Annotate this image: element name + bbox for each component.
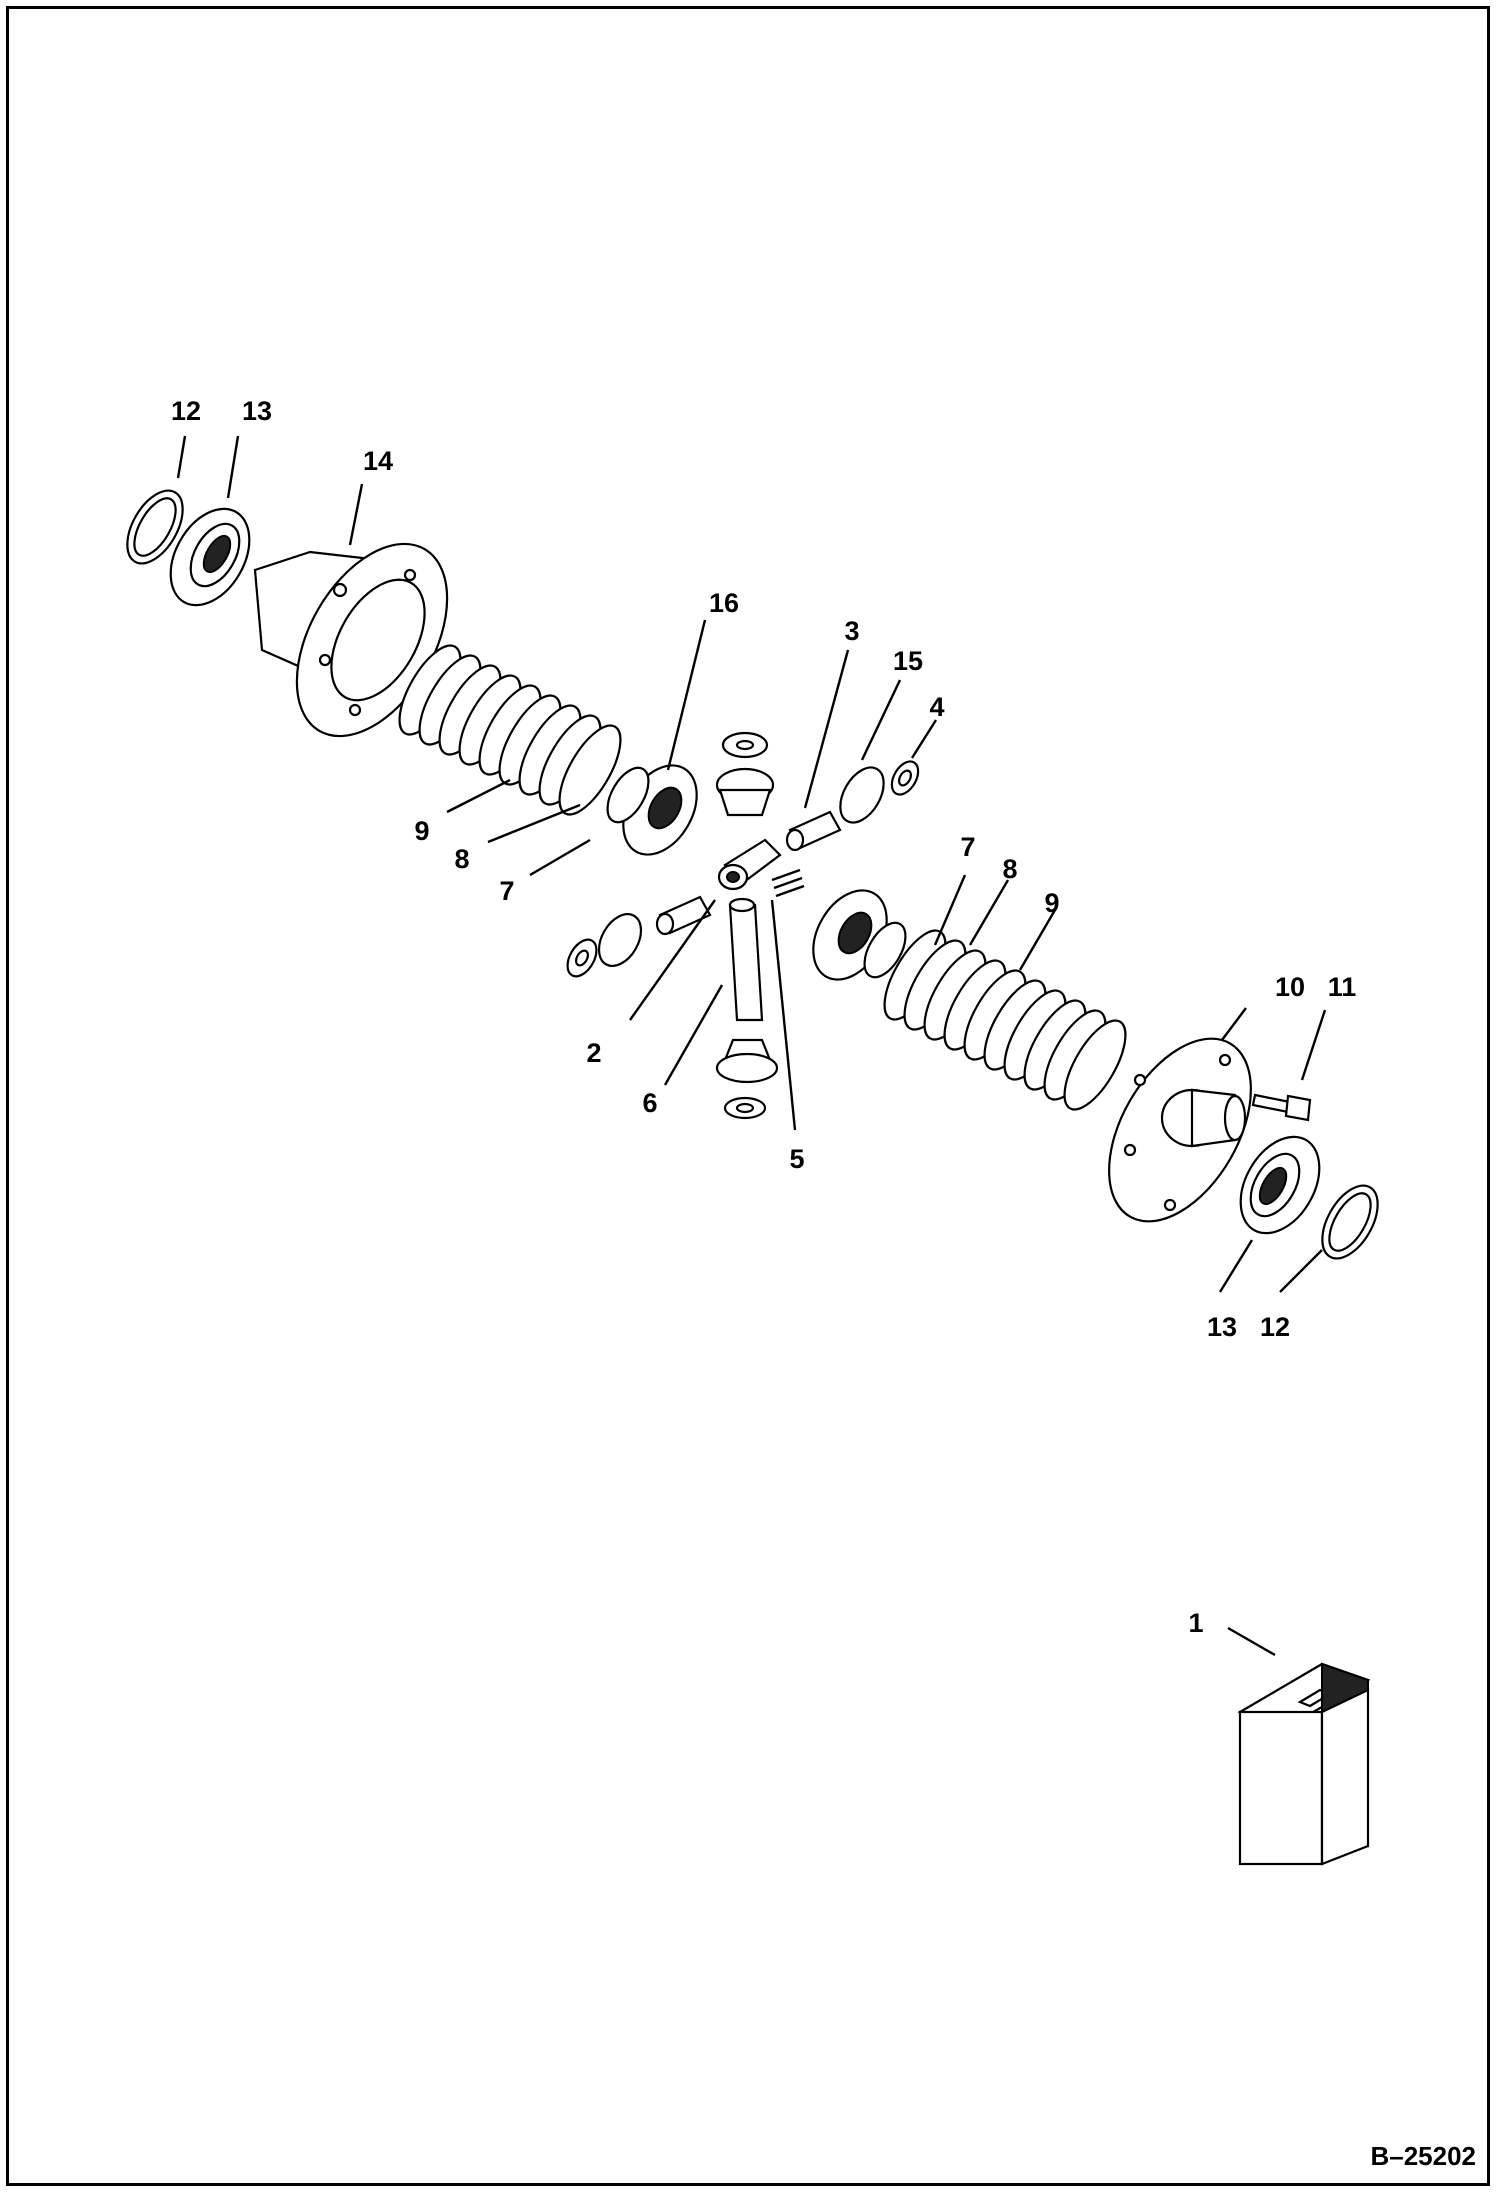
roll-pins: [771, 868, 805, 898]
bearing-left: [169, 507, 251, 607]
callout-15: 15: [893, 646, 923, 676]
thrust-washer-right: [890, 760, 920, 796]
callout-6: 6: [642, 1088, 657, 1118]
callout-16: 16: [709, 588, 739, 618]
callout-9-right: 9: [1044, 888, 1059, 918]
callout-8-left: 8: [454, 844, 469, 874]
callout-10: 10: [1275, 972, 1305, 1002]
pinion-shaft-right: [785, 810, 842, 852]
callout-5: 5: [789, 1144, 804, 1174]
callout-8-right: 8: [1002, 854, 1017, 884]
callout-12-left: 12: [171, 396, 201, 426]
pinion-gear-bottom: [715, 1038, 779, 1084]
clutch-disc-stack-left: [398, 644, 622, 816]
callout-labels: 12 13 14 16 3 15 4 9 8 7 7 8 9 2 6 5 10 …: [171, 396, 1356, 1638]
leader-lines: [176, 435, 1327, 1657]
differential-cover: [1108, 1037, 1252, 1223]
callout-7-right: 7: [960, 832, 975, 862]
callout-14: 14: [363, 446, 393, 476]
spider-cross: [717, 838, 782, 891]
callout-13-right: 13: [1207, 1312, 1237, 1342]
parts-kit-box: [1237, 1662, 1371, 1866]
side-gear-left: [606, 764, 698, 856]
callout-1: 1: [1188, 1608, 1203, 1638]
pinion-shaft-long: [728, 897, 764, 1022]
pinion-gear-left: [597, 913, 643, 967]
pinion-shaft-left: [655, 895, 712, 936]
clutch-disc-stack-right: [883, 929, 1127, 1111]
figure-id: B–25202: [1370, 2141, 1476, 2171]
thrust-washer-top: [721, 731, 769, 759]
snap-ring-left: [126, 489, 184, 565]
callout-12-right: 12: [1260, 1312, 1290, 1342]
callout-13-left: 13: [242, 396, 272, 426]
thrust-washer-left: [566, 938, 598, 978]
callout-2: 2: [586, 1038, 601, 1068]
bearing-right: [1239, 1135, 1321, 1235]
side-gear-right: [812, 889, 907, 981]
pinion-gear-top: [715, 767, 775, 817]
callout-9-left: 9: [414, 816, 429, 846]
pinion-gear-right: [839, 766, 885, 824]
callout-4: 4: [929, 692, 944, 722]
callout-7-left: 7: [499, 876, 514, 906]
cover-bolt: [1251, 1093, 1312, 1122]
callout-11: 11: [1328, 972, 1357, 1002]
thrust-washer-bottom: [723, 1096, 767, 1120]
snap-ring-right: [1321, 1184, 1379, 1260]
callout-3: 3: [844, 616, 859, 646]
